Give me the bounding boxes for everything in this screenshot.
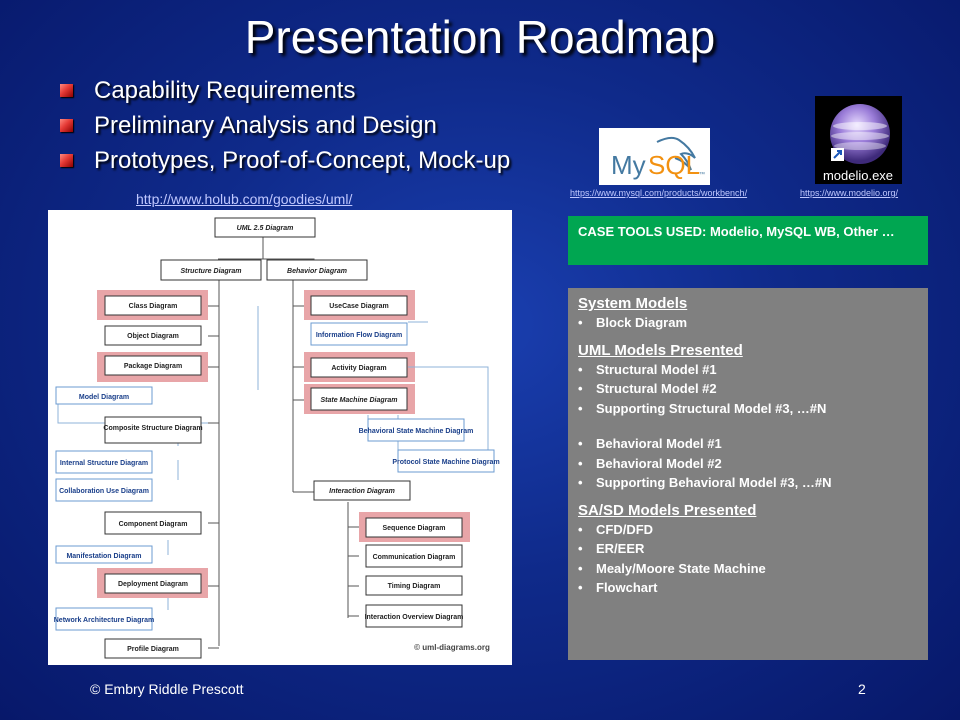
- list-item: Block Diagram: [578, 313, 918, 333]
- list-item: Structural Model #1: [578, 360, 918, 380]
- modelio-link[interactable]: https://www.modelio.org/: [800, 188, 899, 198]
- slide-title: Presentation Roadmap: [244, 11, 716, 63]
- bullet-square-icon: [60, 84, 73, 97]
- holub-link[interactable]: http://www.holub.com/goodies/uml/: [136, 191, 353, 207]
- diagram-node-behavioralsm: Behavioral State Machine Diagram: [359, 428, 474, 435]
- list-item: CFD/DFD: [578, 520, 918, 540]
- diagram-node-root: UML 2.5 Diagram: [237, 225, 294, 232]
- bullet-item: Capability Requirements: [60, 76, 510, 111]
- svg-text:™: ™: [699, 171, 705, 178]
- diagram-node-profile: Profile Diagram: [127, 646, 179, 653]
- diagram-node-object: Object Diagram: [127, 333, 179, 340]
- diagram-node-composite: Composite Structure Diagram: [103, 425, 202, 432]
- list-item: Supporting Behavioral Model #3, …#N: [578, 473, 918, 493]
- list-item: Behavioral Model #2: [578, 454, 918, 474]
- list-item: Supporting Structural Model #3, …#N: [578, 399, 918, 419]
- mysql-link[interactable]: https://www.mysql.com/products/workbench…: [570, 188, 748, 198]
- list-item: Behavioral Model #1: [578, 434, 918, 454]
- diagram-credit: © uml-diagrams.org: [414, 643, 490, 652]
- case-tools-label: CASE TOOLS USED:: [578, 224, 707, 239]
- diagram-node-collab: Collaboration Use Diagram: [59, 488, 149, 495]
- list-item: Mealy/Moore State Machine: [578, 559, 918, 579]
- mysql-logo: My SQL ™: [599, 128, 710, 185]
- diagram-node-package: Package Diagram: [124, 363, 182, 370]
- modelio-logo: modelio.exe: [815, 96, 902, 184]
- diagram-node-network: Network Architecture Diagram: [54, 617, 155, 624]
- diagram-node-statemachine: State Machine Diagram: [320, 397, 397, 404]
- uml-structural-list: Structural Model #1 Structural Model #2 …: [578, 360, 918, 419]
- diagram-node-class: Class Diagram: [129, 303, 178, 310]
- bullet-item: Preliminary Analysis and Design: [60, 111, 510, 146]
- list-item: ER/EER: [578, 539, 918, 559]
- sasd-models-list: CFD/DFD ER/EER Mealy/Moore State Machine…: [578, 520, 918, 598]
- diagram-node-infoflow: Information Flow Diagram: [316, 332, 402, 339]
- diagram-node-component: Component Diagram: [119, 521, 188, 528]
- system-models-list: Block Diagram: [578, 313, 918, 333]
- diagram-node-communication: Communication Diagram: [373, 554, 456, 561]
- uml-diagram-image: .bx { fill:#fff; stroke:#333; stroke-wid…: [48, 210, 512, 665]
- models-box: System Models Block Diagram UML Models P…: [568, 288, 928, 660]
- diagram-node-behavior: Behavior Diagram: [287, 268, 347, 275]
- bullet-square-icon: [60, 154, 73, 167]
- sasd-models-header: SA/SD Models Presented: [578, 501, 757, 519]
- case-tools-text: Modelio, MySQL WB, Other …: [709, 224, 895, 239]
- diagram-node-activity: Activity Diagram: [331, 365, 386, 372]
- uml-models-header: UML Models Presented: [578, 341, 743, 359]
- case-tools-box: CASE TOOLS USED: Modelio, MySQL WB, Othe…: [568, 216, 928, 265]
- diagram-node-interaction: Interaction Diagram: [329, 488, 395, 495]
- diagram-node-model: Model Diagram: [79, 394, 129, 401]
- diagram-node-manifestation: Manifestation Diagram: [66, 553, 141, 560]
- bullet-item: Prototypes, Proof-of-Concept, Mock-up: [60, 146, 510, 181]
- svg-text:SQL: SQL: [648, 150, 700, 180]
- bullet-square-icon: [60, 119, 73, 132]
- diagram-node-sequence: Sequence Diagram: [382, 525, 445, 532]
- diagram-node-timing: Timing Diagram: [388, 583, 441, 590]
- footer-copyright: © Embry Riddle Prescott: [90, 681, 244, 697]
- diagram-node-usecase: UseCase Diagram: [329, 303, 389, 310]
- uml-behavioral-list: Behavioral Model #1 Behavioral Model #2 …: [578, 434, 918, 493]
- diagram-node-internal: Internal Structure Diagram: [60, 460, 148, 467]
- list-item: Structural Model #2: [578, 379, 918, 399]
- slide-number: 2: [858, 681, 866, 697]
- diagram-node-protocolsm: Protocol State Machine Diagram: [392, 459, 499, 466]
- diagram-node-overview: Interaction Overview Diagram: [365, 614, 464, 621]
- bullet-list: Capability Requirements Preliminary Anal…: [60, 76, 510, 181]
- system-models-header: System Models: [578, 295, 688, 312]
- diagram-node-deployment: Deployment Diagram: [118, 581, 188, 588]
- modelio-logo-label: modelio.exe: [823, 168, 893, 183]
- svg-text:My: My: [611, 150, 646, 180]
- diagram-node-structure: Structure Diagram: [180, 268, 241, 275]
- list-item: Flowchart: [578, 578, 918, 598]
